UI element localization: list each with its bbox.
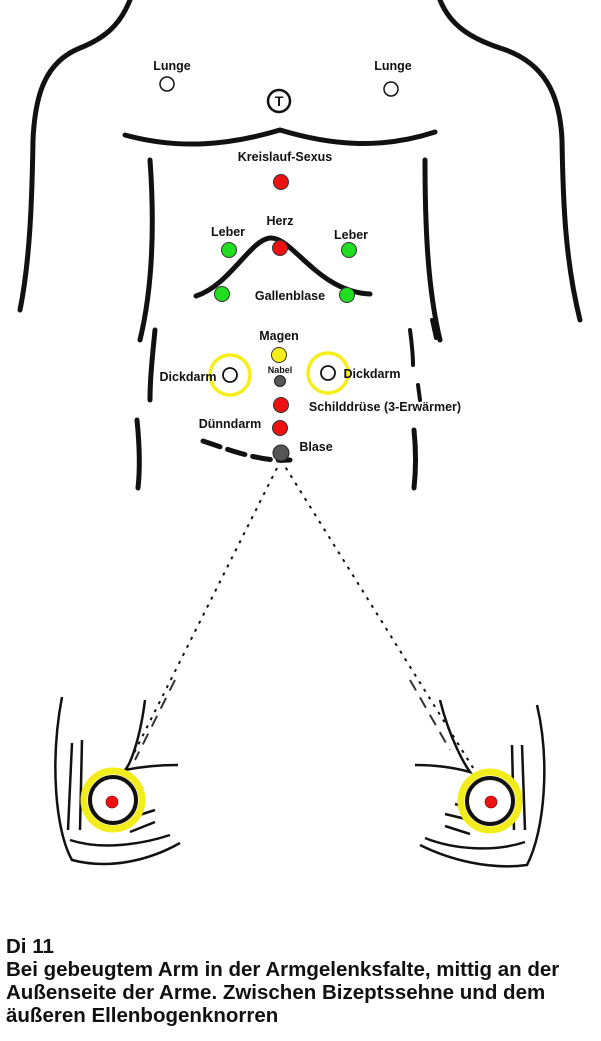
lunge-left-label: Lunge [153, 59, 191, 73]
duenndarm-label: Dünndarm [198, 417, 262, 431]
elbow-left-circle [88, 775, 138, 825]
dickdarm-left-label: Dickdarm [159, 370, 217, 384]
kreislauf-label: Kreislauf-Sexus [237, 150, 333, 164]
t-symbol-icon [266, 88, 292, 114]
reference-lines [112, 459, 491, 796]
gallenblase-right-point [339, 287, 355, 303]
lunge-right-point [383, 81, 399, 97]
caption-title: Di 11 [6, 935, 54, 958]
blase-point [272, 444, 290, 462]
torso-outline [17, 0, 583, 491]
caption-line-2: Außenseite der Arme. Zwischen Bizeptsseh… [6, 981, 546, 1004]
elbow-right-circle [465, 776, 515, 826]
herz-point [272, 240, 288, 256]
dickdarm-left-point [222, 367, 238, 383]
arm-left-outline [54, 696, 181, 866]
lunge-left-point [159, 76, 175, 92]
caption-line-1: Bei gebeugtem Arm in der Armgelenksfalte… [6, 958, 560, 981]
dickdarm-right-point [320, 365, 336, 381]
schilddruese-point [273, 397, 289, 413]
dickdarm-right-ring [306, 351, 350, 395]
nabel-point [274, 375, 286, 387]
nabel-label: Nabel [267, 365, 293, 375]
gallenblase-left-point [214, 286, 230, 302]
dickdarm-left-ring [208, 353, 252, 397]
lunge-right-label: Lunge [374, 59, 412, 73]
leber-left-label: Leber [210, 225, 246, 239]
leber-right-label: Leber [333, 228, 369, 242]
kreislauf-point [273, 174, 289, 190]
caption-line-3: äußeren Ellenbogenknorren [6, 1004, 279, 1027]
magen-point [271, 347, 287, 363]
herz-label: Herz [266, 214, 294, 228]
leber-right-point [341, 242, 357, 258]
caption: Di 11 Bei gebeugtem Arm in der Armgelenk… [6, 935, 601, 1027]
di11-right-point [484, 795, 498, 809]
schilddruese-label: Schilddrüse (3-Erwärmer) [308, 400, 462, 414]
duenndarm-point [272, 420, 288, 436]
gallenblase-label: Gallenblase [254, 289, 326, 303]
dickdarm-right-label: Dickdarm [343, 367, 401, 381]
di11-left-point [105, 795, 119, 809]
arm-dash-lines [134, 679, 451, 761]
leber-left-point [221, 242, 237, 258]
t-symbol-label: T [274, 93, 284, 109]
blase-label: Blase [299, 440, 333, 454]
magen-label: Magen [259, 329, 299, 343]
